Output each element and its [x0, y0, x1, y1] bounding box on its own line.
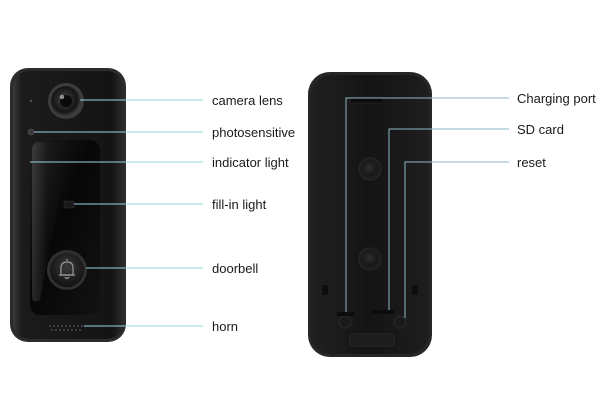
back-device [308, 72, 432, 357]
latch-left [322, 285, 328, 295]
leader-reset [404, 161, 509, 318]
label-reset: reset [517, 155, 546, 170]
doorbell-button [50, 253, 84, 287]
back-device-body [311, 75, 429, 354]
photosensitive-sensor [27, 128, 35, 136]
leader-sd-card [388, 128, 509, 310]
mount-hole-lower-core [363, 252, 377, 266]
label-doorbell: doorbell [212, 261, 259, 276]
label-camera-lens: camera lens [212, 93, 283, 108]
front-device [10, 68, 126, 342]
front-leader-lines [30, 99, 203, 327]
bell-icon [59, 259, 75, 280]
label-charging-port: Charging port [517, 91, 596, 106]
camera-lens-glint [59, 94, 65, 100]
front-panel-reflection [32, 142, 70, 302]
label-sd-card: SD card [517, 122, 564, 137]
charging-port [337, 312, 355, 316]
microphone-dot [29, 99, 33, 103]
latch-right [412, 285, 418, 295]
horn-grille [49, 325, 83, 331]
back-leader-lines [345, 97, 509, 318]
label-horn: horn [212, 319, 239, 334]
mount-hole-upper-core [363, 162, 377, 176]
reset-hole [393, 315, 407, 329]
label-photosensitive: photosensitive [212, 125, 296, 140]
label-fill-in-light: fill-in light [212, 197, 267, 212]
screw-left [338, 315, 352, 329]
fill-in-light [63, 200, 75, 209]
leader-charging-port [345, 97, 509, 312]
bottom-tab [349, 333, 395, 347]
label-indicator-light: indicator light [212, 155, 289, 170]
sd-card-slot [372, 310, 394, 314]
